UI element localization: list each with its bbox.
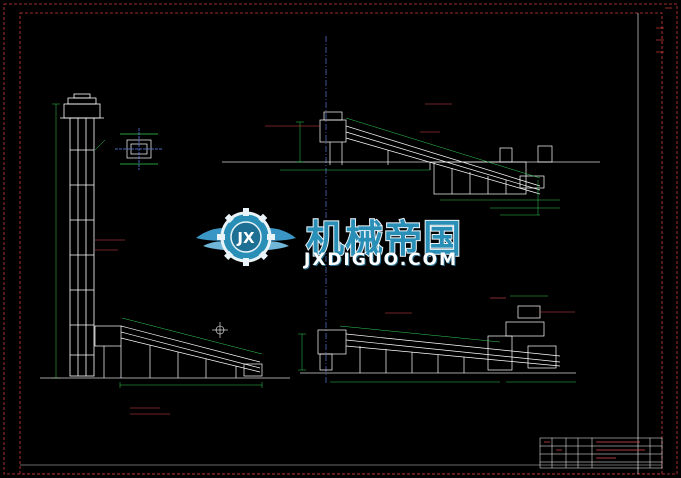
conveyor-lower-dims [298,295,576,383]
conveyor-upper [222,111,600,195]
elevator-dimensions [52,103,106,379]
margin-markers [656,7,672,53]
elevator-tower [60,93,104,377]
gear-logo-letters: JX [236,229,255,247]
conveyor-upper-dims [280,117,560,216]
watermark-brand-name: 机械帝国 [305,216,463,262]
section-marker-small [212,322,228,338]
conveyor-lower-left [40,325,290,379]
watermark-domain: JXDIGUO.COM [304,250,459,270]
title-block [539,437,663,469]
conveyor-lower-notes [385,297,575,314]
section-detail [115,128,163,170]
conveyor-upper-notes [265,103,452,133]
gear-wing-logo: JX [196,208,296,266]
conveyor-lower [300,305,576,374]
title-block-text-lines [544,441,645,459]
lower-left-caption [130,407,170,415]
elevator-red-notes [95,239,125,251]
conveyor-lower-left-dims [119,317,263,388]
sheet-frame [3,3,678,475]
